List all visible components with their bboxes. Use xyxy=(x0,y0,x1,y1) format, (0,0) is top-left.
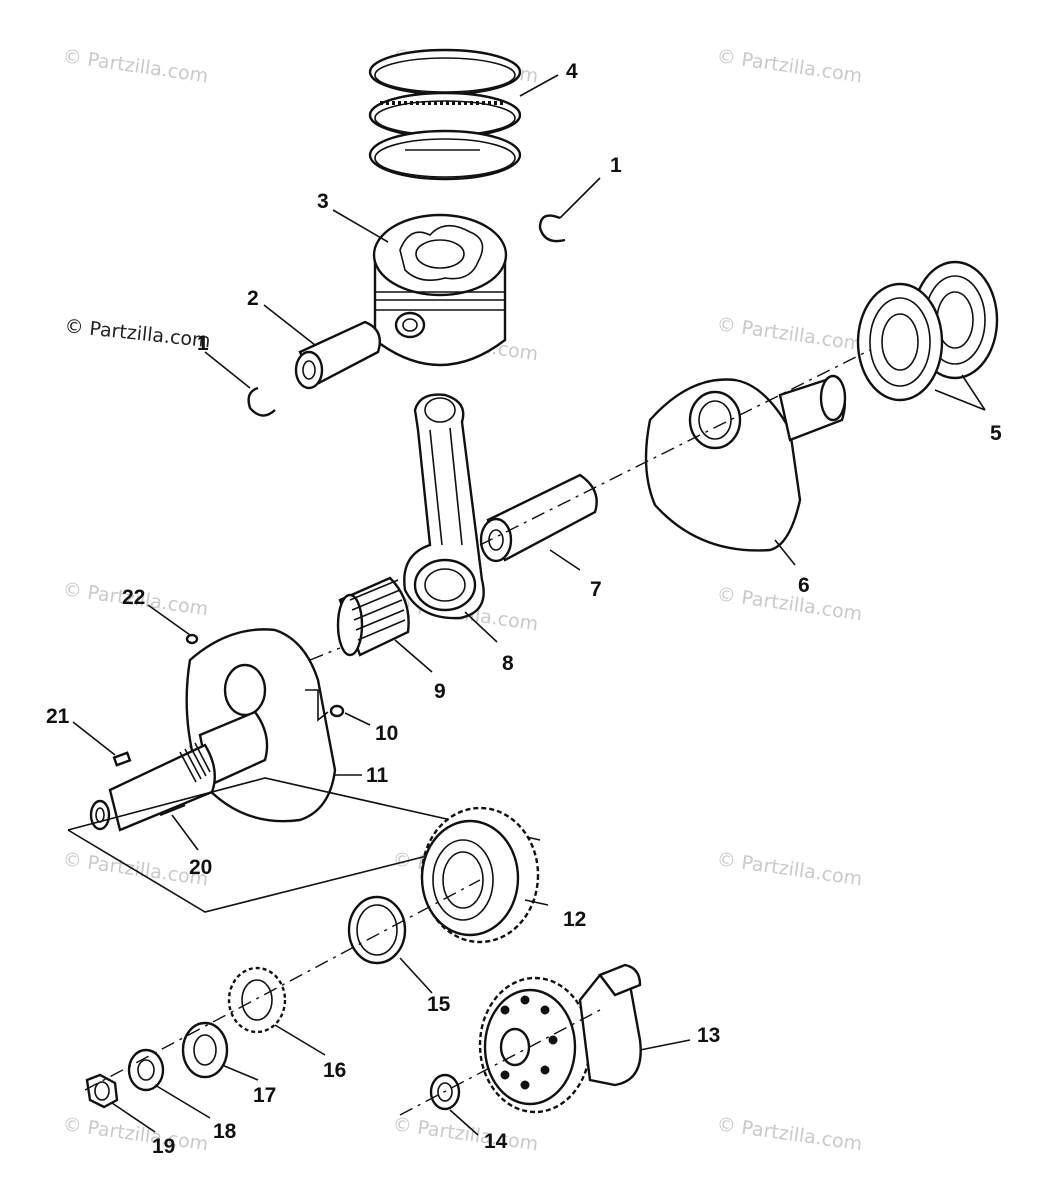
washer-balancer-part xyxy=(429,1073,461,1111)
circlip-upper-part xyxy=(538,214,566,243)
watermark: © Partzilla.com xyxy=(715,313,863,355)
callout-labels: 4 1 3 2 1 5 6 7 8 9 10 11 12 13 14 15 16… xyxy=(46,60,1002,1158)
connecting-rod-part xyxy=(403,393,485,620)
watermark: © Partzilla.com xyxy=(715,583,863,625)
castle-nut-part xyxy=(181,1021,229,1079)
crank-pin-part xyxy=(479,473,598,563)
callout-12: 12 xyxy=(563,908,586,931)
callout-5: 5 xyxy=(990,422,1002,445)
piston-rings-part xyxy=(368,48,522,181)
callout-15: 15 xyxy=(427,993,451,1016)
callout-3: 3 xyxy=(317,190,329,213)
callout-10: 10 xyxy=(375,722,398,745)
callout-2: 2 xyxy=(247,287,259,310)
callout-19: 19 xyxy=(152,1135,175,1158)
callout-1-lower: 1 xyxy=(197,332,209,355)
washer-large-part xyxy=(347,895,407,965)
callout-8: 8 xyxy=(502,652,514,675)
watermark-main: © Partzilla.com xyxy=(63,315,211,352)
piston-part xyxy=(372,213,508,367)
callout-14: 14 xyxy=(484,1130,508,1153)
watermark: © Partzilla.com xyxy=(61,45,209,87)
hex-nut-part xyxy=(85,1073,119,1109)
callout-18: 18 xyxy=(213,1120,237,1143)
callout-17: 17 xyxy=(253,1084,276,1107)
callout-7: 7 xyxy=(590,578,602,601)
balancer-shaft-part xyxy=(478,963,642,1114)
watermark: © Partzilla.com xyxy=(715,1113,863,1155)
watermark: © Partzilla.com xyxy=(61,848,209,890)
callout-11: 11 xyxy=(366,764,389,787)
callout-4: 4 xyxy=(566,60,578,83)
callout-9: 9 xyxy=(434,680,446,703)
circlip-lower-part xyxy=(247,386,276,417)
bearings-part xyxy=(856,260,999,402)
callout-13: 13 xyxy=(697,1024,720,1047)
needle-bearing-part xyxy=(336,576,410,657)
callout-22: 22 xyxy=(122,586,145,609)
washer-small-part xyxy=(127,1048,165,1092)
piston-pin-part xyxy=(294,320,382,390)
small-pin-parts xyxy=(112,633,345,817)
callout-20: 20 xyxy=(189,856,212,879)
leader-lines xyxy=(72,74,986,1136)
callout-6: 6 xyxy=(798,574,810,597)
callout-16: 16 xyxy=(323,1059,346,1082)
watermark: © Partzilla.com xyxy=(715,848,863,890)
callout-21: 21 xyxy=(46,705,70,728)
watermark: © Partzilla.com xyxy=(715,45,863,87)
sprocket-part xyxy=(227,966,287,1034)
callout-1-upper: 1 xyxy=(610,154,622,177)
crank-half-left-part xyxy=(89,628,337,832)
crank-half-right-part xyxy=(644,374,847,552)
drive-gear-part xyxy=(420,806,540,944)
assembly-centerlines xyxy=(84,349,871,1116)
watermark: © Partzilla.com xyxy=(391,1113,539,1155)
